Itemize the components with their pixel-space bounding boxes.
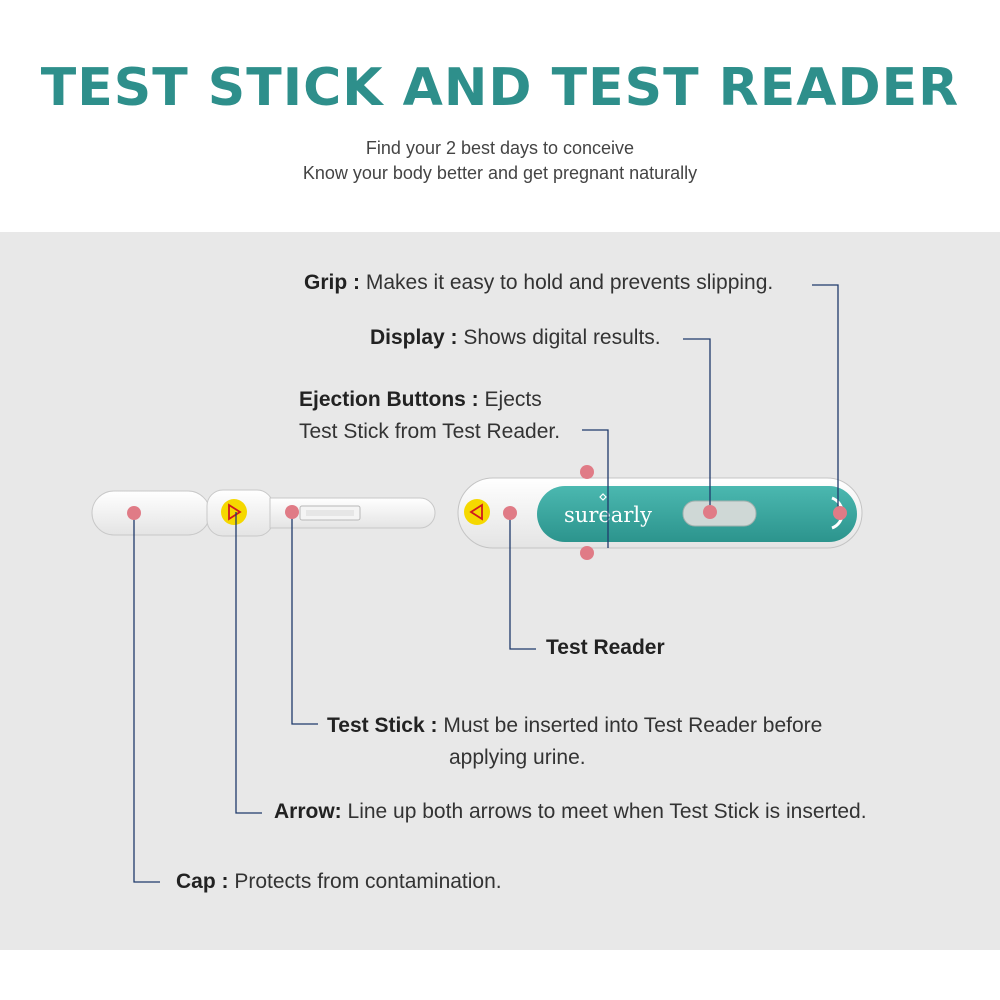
- arrow-label: Arrow: Line up both arrows to meet when …: [274, 796, 867, 828]
- ejection-top-marker: [580, 465, 594, 479]
- page-title: TEST STICK AND TEST READER: [40, 58, 960, 118]
- arrow-label-name: Arrow:: [274, 800, 342, 823]
- cap: [91, 490, 211, 536]
- ejection-label-desc-1: Ejects: [484, 388, 542, 411]
- display-label: Display : Shows digital results.: [370, 322, 661, 354]
- subtitle-line-1: Find your 2 best days to conceive: [365, 138, 635, 158]
- test-reader-label: Test Reader: [546, 632, 665, 664]
- diagram-panel: [0, 232, 1000, 950]
- heart-icon: [599, 493, 607, 501]
- test-stick-label-name: Test Stick :: [327, 714, 438, 737]
- test-stick-label-desc-2: applying urine.: [449, 746, 586, 769]
- test-stick-label-line-2: applying urine.: [449, 742, 586, 774]
- test-reader: surearly: [457, 477, 863, 549]
- ejection-label-name: Ejection Buttons :: [299, 388, 479, 411]
- cap-marker: [127, 506, 141, 520]
- header: TEST STICK AND TEST READER Find your 2 b…: [0, 0, 1000, 232]
- ejection-bottom-marker: [580, 546, 594, 560]
- grip-label-desc: Makes it easy to hold and prevents slipp…: [365, 271, 774, 294]
- cap-label: Cap : Protects from contamination.: [176, 866, 502, 898]
- subtitle-line-2: Know your body better and get pregnant n…: [302, 163, 698, 183]
- test-stick-marker: [285, 505, 299, 519]
- cap-label-name: Cap :: [176, 870, 229, 893]
- ejection-label-desc-2: Test Stick from Test Reader.: [299, 420, 561, 443]
- test-stick-label: Test Stick : Must be inserted into Test …: [327, 710, 822, 742]
- footer-band: [0, 950, 1000, 1000]
- test-reader-label-name: Test Reader: [546, 636, 665, 659]
- test-reader-marker: [503, 506, 517, 520]
- reader-arrow-icon: [464, 499, 490, 525]
- grip-label: Grip : Makes it easy to hold and prevent…: [304, 267, 773, 299]
- display-label-name: Display :: [370, 326, 458, 349]
- display-marker: [703, 505, 717, 519]
- stick-arrow-icon: [221, 499, 247, 525]
- marker-dots: [127, 465, 847, 560]
- display-window: [682, 500, 757, 527]
- arrow-label-desc: Line up both arrows to meet when Test St…: [347, 800, 867, 823]
- ejection-label: Ejection Buttons : Ejects Test Stick fro…: [299, 384, 560, 448]
- leader-lines: [133, 284, 839, 883]
- display-label-desc: Shows digital results.: [463, 326, 661, 349]
- cap-label-desc: Protects from contamination.: [234, 870, 502, 893]
- grip-marker: [833, 506, 847, 520]
- grip-label-name: Grip :: [304, 271, 360, 294]
- test-stick-label-desc-1: Must be inserted into Test Reader before: [443, 714, 823, 737]
